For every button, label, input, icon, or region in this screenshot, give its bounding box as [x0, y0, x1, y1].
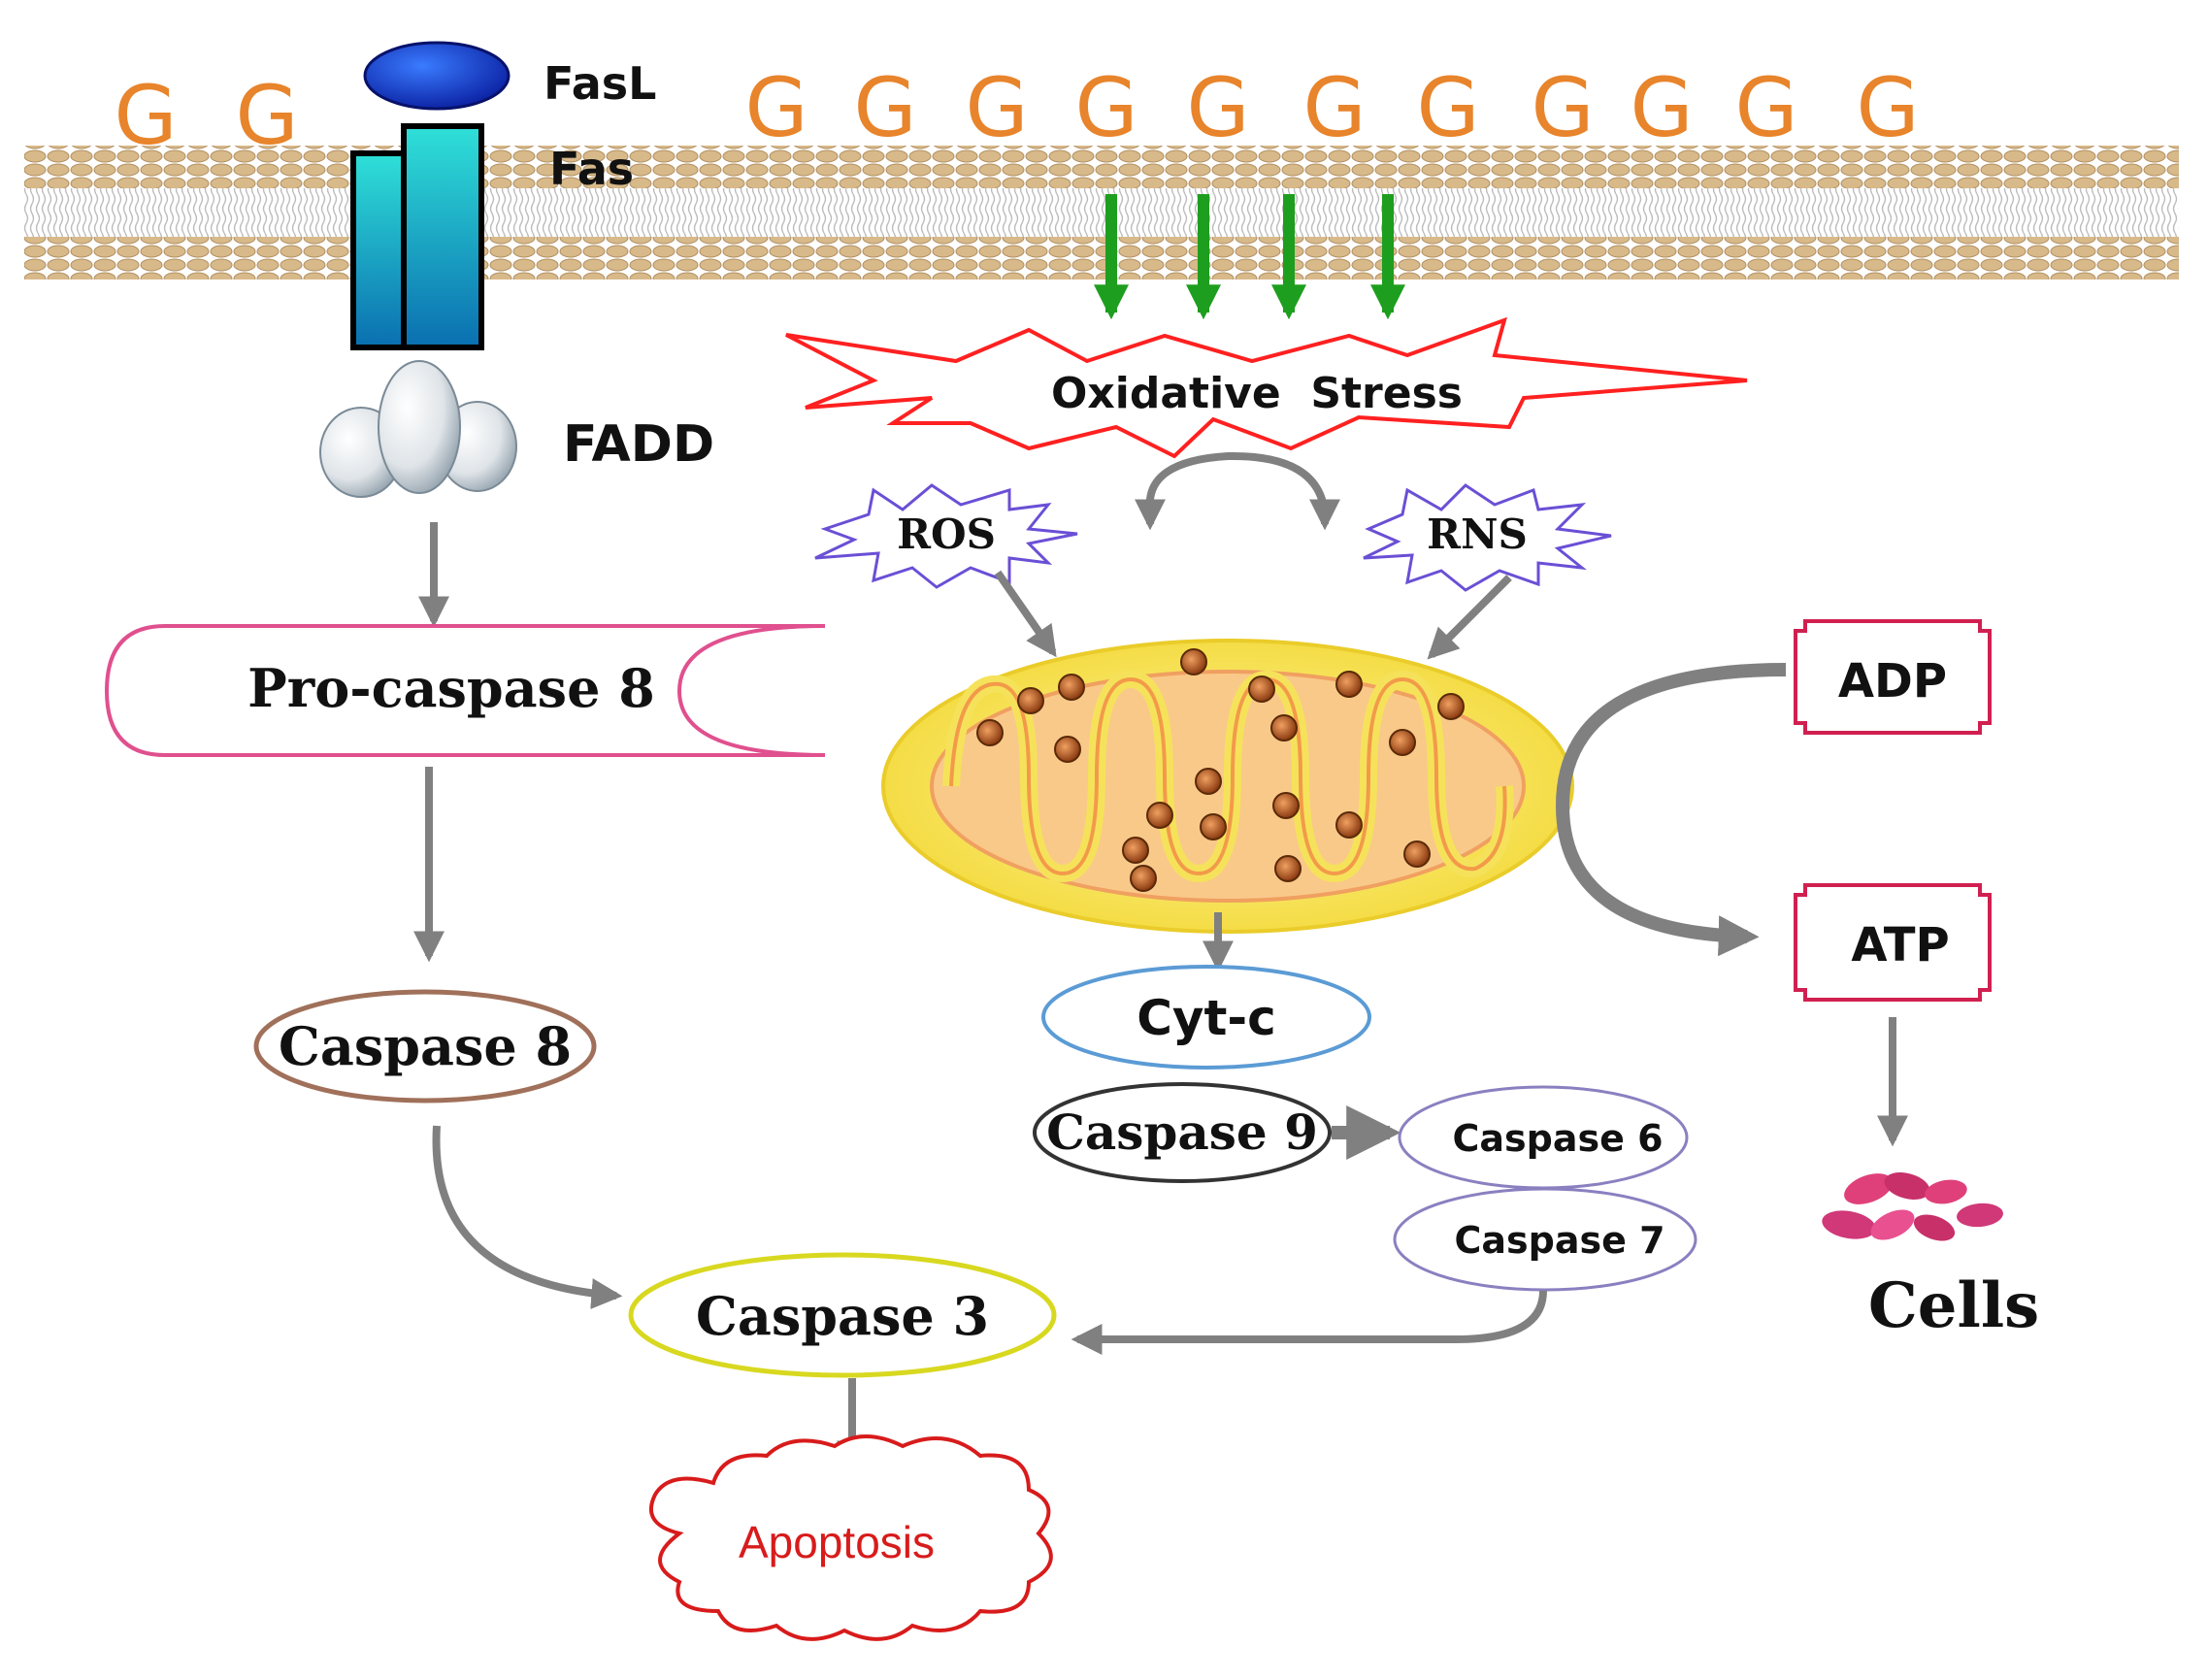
caspase9-node	[1033, 1082, 1332, 1183]
apoptosis-label: Apoptosis	[739, 1517, 935, 1567]
cytc-label: Cyt-c	[1137, 990, 1276, 1046]
ligand-g: G	[1856, 60, 1919, 155]
mitochondrion	[881, 639, 1574, 934]
fasl-ligand	[363, 41, 511, 111]
oxidative-stress-burst	[785, 316, 1748, 459]
atp-node	[1794, 883, 1992, 1002]
cells-label: Cells	[1868, 1269, 2039, 1342]
caspase8-node	[253, 989, 597, 1104]
arrow-caspase8-to-caspase3	[432, 1125, 623, 1309]
ligand-g: G	[1074, 60, 1137, 155]
ligand-g: G	[1630, 60, 1693, 155]
cell-membrane	[24, 146, 2179, 280]
fadd-label: FADD	[563, 415, 714, 474]
caspase8-label: Caspase 8	[279, 1015, 572, 1077]
adp-node	[1794, 619, 1992, 735]
oxidative-stress-label: Oxidative Stress	[1051, 369, 1463, 418]
caspase3-label: Caspase 3	[696, 1285, 989, 1347]
apoptosis-cloud	[649, 1434, 1053, 1641]
ligand-g: G	[114, 68, 177, 163]
cytc-node	[1041, 965, 1371, 1070]
caspase9-label: Caspase 9	[1046, 1104, 1318, 1161]
procaspase8-label: Pro-caspase 8	[247, 657, 655, 719]
cells-cluster	[1822, 1171, 2003, 1241]
ligand-g: G	[235, 68, 298, 163]
ligand-g: G	[744, 60, 807, 155]
caspase3-node	[628, 1252, 1057, 1378]
arrow-rns-to-mitochondrion	[1427, 575, 1512, 660]
ligand-g: G	[1416, 60, 1479, 155]
procaspase8-node	[104, 624, 826, 757]
atp-label: ATP	[1851, 918, 1949, 972]
fas-receptor	[350, 123, 484, 350]
arrow-ros-to-mitochondrion	[994, 570, 1057, 658]
arrow-caspase7-to-caspase3	[1071, 1290, 1547, 1355]
fas-label: Fas	[549, 143, 634, 195]
caspase7-label: Caspase 7	[1454, 1219, 1664, 1262]
ligand-row: G G G G G G G G G G G G G	[114, 60, 1919, 163]
ligand-g: G	[853, 60, 916, 155]
ros-burst	[814, 483, 1078, 589]
caspase7-node	[1393, 1187, 1697, 1292]
mitochondrion-cristae-outline	[949, 676, 1507, 876]
rns-burst	[1363, 483, 1612, 592]
arrow-adp-to-atp	[1555, 663, 1787, 957]
fadd-protein	[319, 360, 517, 498]
arrow-stress-to-ros-rns	[1145, 451, 1329, 515]
ligand-g: G	[1734, 60, 1797, 155]
caspase6-label: Caspase 6	[1452, 1117, 1663, 1160]
ligand-g: G	[1531, 60, 1594, 155]
ligand-g: G	[1186, 60, 1249, 155]
adp-label: ADP	[1838, 654, 1947, 708]
ligand-g: G	[965, 60, 1028, 155]
fasl-label: FasL	[544, 57, 656, 110]
ligand-g: G	[1302, 60, 1366, 155]
rns-label: RNS	[1427, 511, 1528, 558]
mitochondrion-particles	[976, 648, 1465, 892]
oxidative-entry-arrows	[1094, 194, 1405, 320]
ros-label: ROS	[897, 511, 996, 558]
